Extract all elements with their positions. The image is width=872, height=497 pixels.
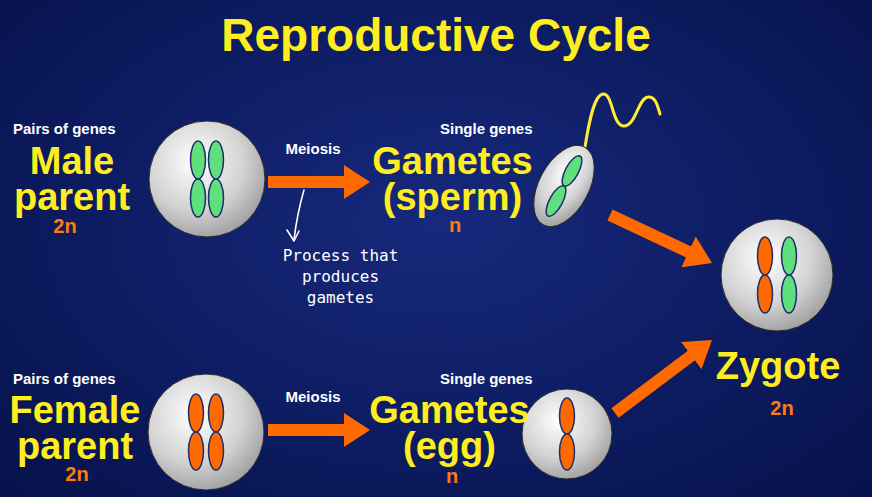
gene-note: Single genes xyxy=(440,120,570,138)
chromosome-arm xyxy=(542,183,569,219)
fertilization-arrow xyxy=(615,354,693,413)
chromosome-arm xyxy=(209,141,224,179)
chromosome-arm xyxy=(558,153,585,189)
chromosome-arm xyxy=(758,275,773,313)
meiosis-arrow xyxy=(268,424,346,436)
handwritten-note: Process that produces gametes xyxy=(268,245,413,308)
chromosome-arm xyxy=(758,237,773,275)
chromosome-arm xyxy=(189,432,204,470)
handwritten-pointer-head xyxy=(287,230,299,241)
cell-membrane xyxy=(721,219,833,331)
chromosome-arm xyxy=(191,179,206,217)
process-label: Meiosis xyxy=(285,388,340,406)
chromosome-arm xyxy=(189,394,204,432)
stage-name: Female parent xyxy=(2,392,148,464)
ploidy-number: n xyxy=(435,213,475,237)
zygote-cell: Zygote2n xyxy=(712,216,844,422)
cell-membrane xyxy=(522,389,612,479)
ploidy-number: 2n xyxy=(712,396,852,420)
cell-membrane xyxy=(148,374,264,490)
chromosome-arm xyxy=(209,179,224,217)
chromosome-arm xyxy=(782,237,797,275)
stage-name: Gametes (egg) xyxy=(362,392,537,464)
chromosome-arm xyxy=(209,432,224,470)
sperm-drawing xyxy=(521,135,606,236)
sperm-tail xyxy=(585,94,660,147)
chromosome-arm xyxy=(560,434,575,470)
ploidy-number: 2n xyxy=(2,214,128,238)
fertilization-arrow xyxy=(610,215,690,253)
stage-name: Gametes (sperm) xyxy=(365,143,540,215)
stage-name: Zygote xyxy=(708,346,848,386)
gamete-cell: Single genesGametes (sperm)n xyxy=(370,118,610,240)
gene-note: Single genes xyxy=(440,370,570,388)
ploidy-number: n xyxy=(432,464,472,488)
egg-drawing xyxy=(522,389,612,479)
gene-note: Pairs of genes xyxy=(13,370,173,388)
meiosis-arrow xyxy=(268,176,346,188)
parent-cell: Pairs of genesFemale parent2n xyxy=(2,367,268,491)
cell-membrane xyxy=(149,121,265,237)
chromosome-arm xyxy=(191,141,206,179)
ploidy-number: 2n xyxy=(2,462,152,486)
diagram-title: Reproductive Cycle xyxy=(0,8,872,62)
sperm-head xyxy=(521,135,606,236)
chromosome-arm xyxy=(209,394,224,432)
parent-cell-drawing xyxy=(148,374,264,490)
chromosome-arm xyxy=(782,275,797,313)
chromosome-arm xyxy=(560,398,575,434)
process-label: Meiosis xyxy=(285,140,340,158)
gene-note: Pairs of genes xyxy=(13,120,173,138)
gamete-cell: Single genesGametes (egg)n xyxy=(370,367,615,489)
parent-cell-drawing xyxy=(149,121,265,237)
parent-cell: Pairs of genesMale parent2n xyxy=(2,118,268,242)
stage-name: Male parent xyxy=(2,143,142,215)
zygote-drawing xyxy=(721,219,833,331)
